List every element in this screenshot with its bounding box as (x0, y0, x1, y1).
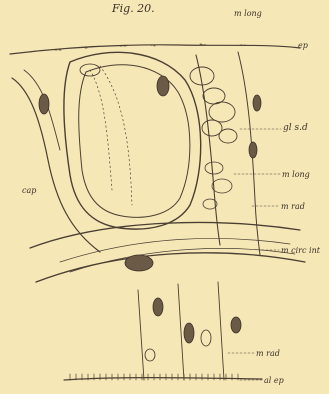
label-m-rad-bottom: m rad (256, 350, 280, 358)
nucleus (39, 94, 49, 114)
nucleus (231, 317, 241, 333)
label-gl-sd: gl s.d (283, 124, 308, 133)
radial-muscle-line (178, 284, 184, 380)
label-m-long-top: m long (234, 10, 262, 18)
figure-title: Fig. 20. (112, 3, 155, 14)
nucleus (125, 255, 153, 271)
label-m-long-mid: m long (282, 171, 310, 179)
capillary-outer-wall (12, 78, 100, 252)
radial-muscle-line (218, 282, 224, 380)
nucleus (249, 142, 257, 158)
nucleus (157, 76, 169, 96)
gland-cell (209, 102, 235, 122)
gland-cell (205, 162, 223, 174)
nucleus (184, 323, 194, 343)
nucleus-outline (145, 349, 155, 361)
gland-cell (212, 179, 232, 193)
gland-cell (219, 129, 237, 143)
nucleus (253, 95, 261, 111)
nucleus-outline (201, 330, 211, 346)
circular-muscle-upper (30, 223, 300, 248)
label-cap: cap (22, 187, 36, 195)
nucleus (153, 298, 163, 316)
label-ep: ep (298, 42, 308, 50)
label-m-circ-int: m circ int (281, 247, 320, 255)
label-m-rad-mid: m rad (281, 203, 305, 211)
gland-cell (202, 120, 222, 136)
vessel-outer (64, 52, 201, 229)
vessel-inner (79, 65, 190, 218)
label-al-ep: al ep (264, 377, 284, 385)
vessel-fibres (90, 66, 132, 205)
radial-muscle-line (138, 290, 144, 380)
